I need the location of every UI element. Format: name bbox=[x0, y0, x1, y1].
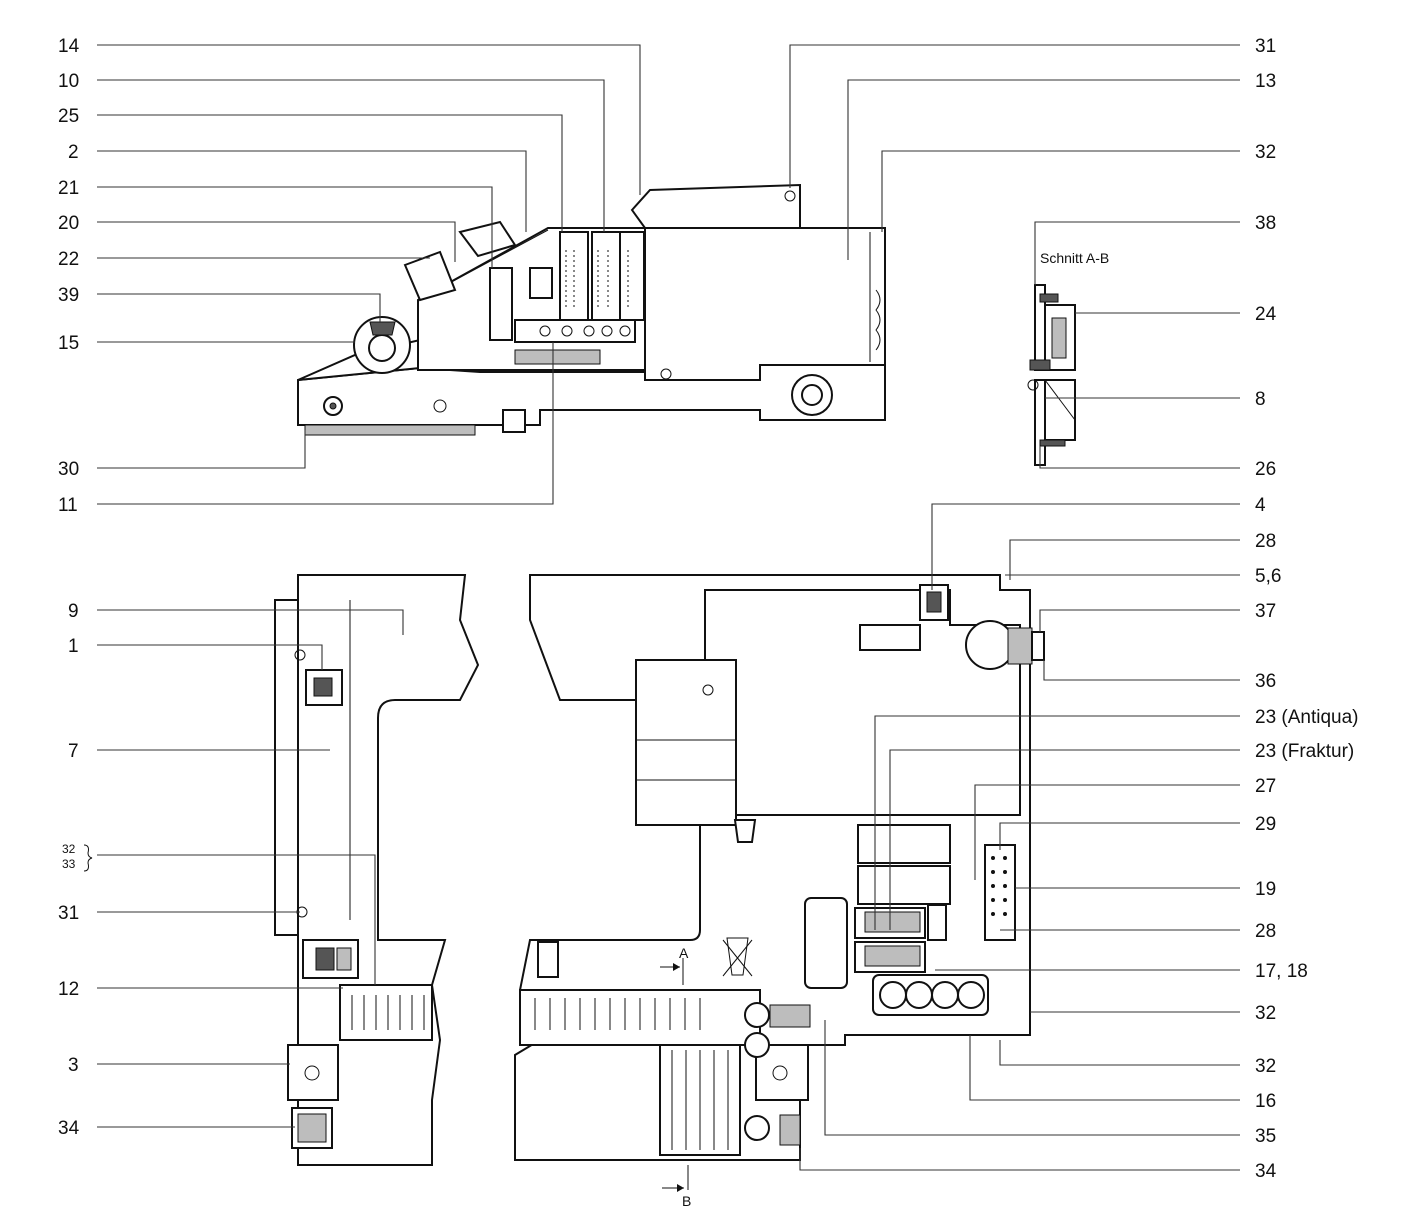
label-right: 13 bbox=[1255, 71, 1276, 92]
label-left: 9 bbox=[68, 601, 79, 622]
label-right: 35 bbox=[1255, 1126, 1276, 1147]
label-left: 15 bbox=[58, 333, 79, 354]
label-left: 7 bbox=[68, 741, 79, 762]
label-right: 28 bbox=[1255, 531, 1276, 552]
label-right: 5,6 bbox=[1255, 566, 1281, 587]
section-a-b-drawing bbox=[1027, 284, 1076, 466]
label-left: 34 bbox=[58, 1118, 80, 1139]
label-left: 1 bbox=[68, 636, 79, 657]
leader-lines bbox=[97, 44, 1240, 1171]
label-left: 2 bbox=[68, 142, 79, 163]
label-right: 28 bbox=[1255, 921, 1276, 942]
label-right: 16 bbox=[1255, 1091, 1276, 1112]
label-right: 32 bbox=[1255, 142, 1276, 163]
label-right: 32 bbox=[1255, 1056, 1276, 1077]
label-left: 39 bbox=[58, 285, 79, 306]
label-right: 36 bbox=[1255, 671, 1276, 692]
plan-view-right-drawing bbox=[514, 574, 1045, 1192]
section-title: Schnitt A-B bbox=[1040, 250, 1109, 266]
label-left: 11 bbox=[58, 495, 78, 516]
label-left: 10 bbox=[58, 71, 79, 92]
brace-label-top: 32 bbox=[62, 842, 76, 856]
label-left: 30 bbox=[58, 459, 79, 480]
label-right: 27 bbox=[1255, 776, 1276, 797]
side-elevation-drawing bbox=[297, 183, 886, 436]
label-right: 29 bbox=[1255, 814, 1276, 835]
label-left: 21 bbox=[58, 178, 79, 199]
label-right: 4 bbox=[1255, 495, 1266, 516]
label-right: 23 (Fraktur) bbox=[1255, 741, 1354, 762]
label-left: 20 bbox=[58, 213, 79, 234]
label-left: 12 bbox=[58, 979, 79, 1000]
label-left: 14 bbox=[58, 36, 80, 57]
section-mark-a: A bbox=[679, 945, 689, 961]
label-right: 24 bbox=[1255, 304, 1277, 325]
label-right: 26 bbox=[1255, 459, 1276, 480]
label-right: 17, 18 bbox=[1255, 961, 1308, 982]
label-right: 8 bbox=[1255, 389, 1266, 410]
label-right: 38 bbox=[1255, 213, 1276, 234]
brace-label-bottom: 33 bbox=[62, 857, 76, 871]
label-left: 22 bbox=[58, 249, 79, 270]
label-right: 31 bbox=[1255, 36, 1276, 57]
labels-right: 31 13 32 38 24 8 26 4 28 5,6 37 36 23 (A… bbox=[1255, 36, 1359, 1182]
plan-view-left-drawing bbox=[274, 574, 480, 1166]
label-left: 31 bbox=[58, 903, 79, 924]
label-right: 37 bbox=[1255, 601, 1276, 622]
label-right: 19 bbox=[1255, 879, 1276, 900]
section-mark-b: B bbox=[682, 1193, 691, 1209]
label-right: 32 bbox=[1255, 1003, 1276, 1024]
label-left: 3 bbox=[68, 1055, 79, 1076]
label-left: 25 bbox=[58, 106, 79, 127]
labels-left: 14 10 25 2 21 20 22 39 15 30 11 9 1 7 31… bbox=[58, 36, 93, 1139]
brace-icon bbox=[83, 844, 93, 872]
label-right: 23 (Antiqua) bbox=[1255, 707, 1359, 728]
label-right: 34 bbox=[1255, 1161, 1277, 1182]
